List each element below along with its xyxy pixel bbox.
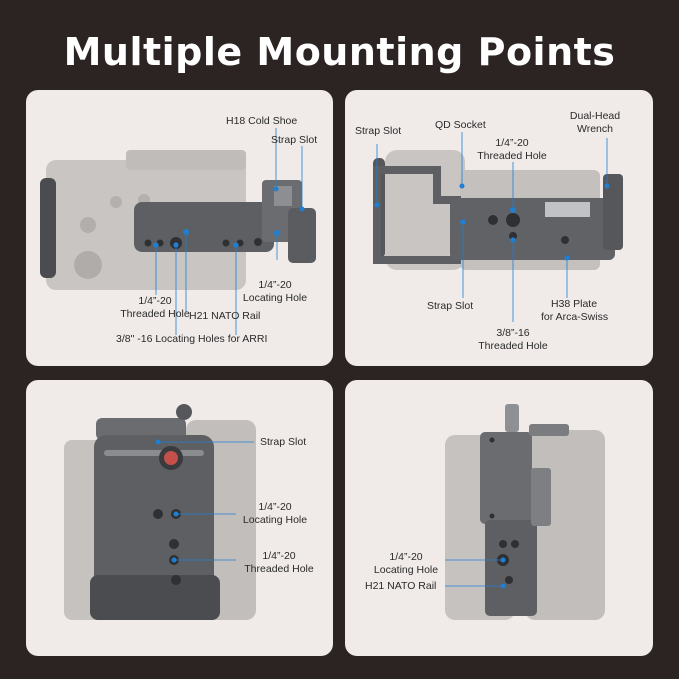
label-threaded-hole-size: 1/4”-20 (138, 295, 172, 307)
panel-top-view: H18 Cold Shoe Strap Slot 1/4”-20 Threade… (26, 90, 333, 366)
label-grip-locating-hole: 1/4”-20 Locating Hole (238, 501, 312, 527)
label-rail-nato: H21 NATO Rail (365, 580, 437, 592)
label-h18-cold-shoe: H18 Cold Shoe (226, 115, 298, 127)
panel-side-rail-view: 1/4”-20 Locating Hole H21 NATO Rail (345, 380, 653, 656)
label-threaded-hole-text: Threaded Hole (120, 308, 190, 320)
label-rail-locating-size: 1/4”-20 (389, 551, 423, 563)
label-dual-head-wrench: Dual-Head Wrench (567, 110, 623, 136)
page-title: Multiple Mounting Points (63, 30, 616, 74)
label-rail-locating-text: Locating Hole (373, 564, 439, 576)
label-grip-threaded-size: 1/4”-20 (262, 550, 296, 562)
label-wrench-line2: Wrench (577, 123, 613, 135)
label-grip-locating-size: 1/4”-20 (258, 501, 292, 513)
camera-cage-grip-illustration (64, 404, 256, 620)
label-3-8-size: 3/8”-16 (496, 327, 530, 339)
camera-cage-bottom-illustration (373, 132, 623, 322)
label-strap-slot: Strap Slot (271, 134, 318, 146)
label-h38-plate: H38 Plate for Arca-Swiss (541, 298, 609, 324)
label-arri-holes: 3/8" -16 Locating Holes for ARRI (116, 333, 268, 345)
camera-cage-rail-illustration (445, 404, 605, 620)
label-plate-line2: for Arca-Swiss (541, 311, 609, 323)
label-grip-locating-text: Locating Hole (242, 514, 308, 526)
label-strap-slot-bottom: Strap Slot (427, 300, 474, 312)
label-qd-socket: QD Socket (435, 119, 486, 131)
label-3-8-text: Threaded Hole (478, 340, 548, 352)
label-grip-strap-slot: Strap Slot (260, 436, 307, 448)
panel-bottom-view: Strap Slot QD Socket Dual-Head Wrench 1/… (345, 90, 653, 366)
label-nato-rail: H21 NATO Rail (189, 310, 261, 322)
label-grip-threaded-hole: 1/4”-20 Threaded Hole (238, 550, 320, 576)
label-strap-slot-top: Strap Slot (355, 125, 402, 137)
label-threaded-hole: 1/4”-20 Threaded Hole (118, 295, 192, 321)
camera-cage-top-illustration (40, 128, 316, 335)
label-threaded-hole-top: 1/4”-20 Threaded Hole (471, 137, 553, 163)
panel-side-grip-view: Strap Slot 1/4”-20 Locating Hole 1/4”-20… (26, 380, 333, 656)
label-wrench-line1: Dual-Head (569, 110, 621, 122)
label-locating-hole-text: Locating Hole (242, 292, 308, 304)
label-plate-line1: H38 Plate (550, 298, 598, 310)
label-locating-hole: 1/4”-20 Locating Hole (238, 279, 312, 305)
label-threaded-hole-top-text: Threaded Hole (477, 150, 547, 162)
label-3-8-threaded-hole: 3/8”-16 Threaded Hole (471, 327, 555, 353)
label-locating-hole-size: 1/4”-20 (258, 279, 292, 291)
label-grip-threaded-text: Threaded Hole (244, 563, 314, 575)
label-rail-locating-hole: 1/4”-20 Locating Hole (369, 551, 443, 577)
label-threaded-hole-top-size: 1/4”-20 (495, 137, 529, 149)
